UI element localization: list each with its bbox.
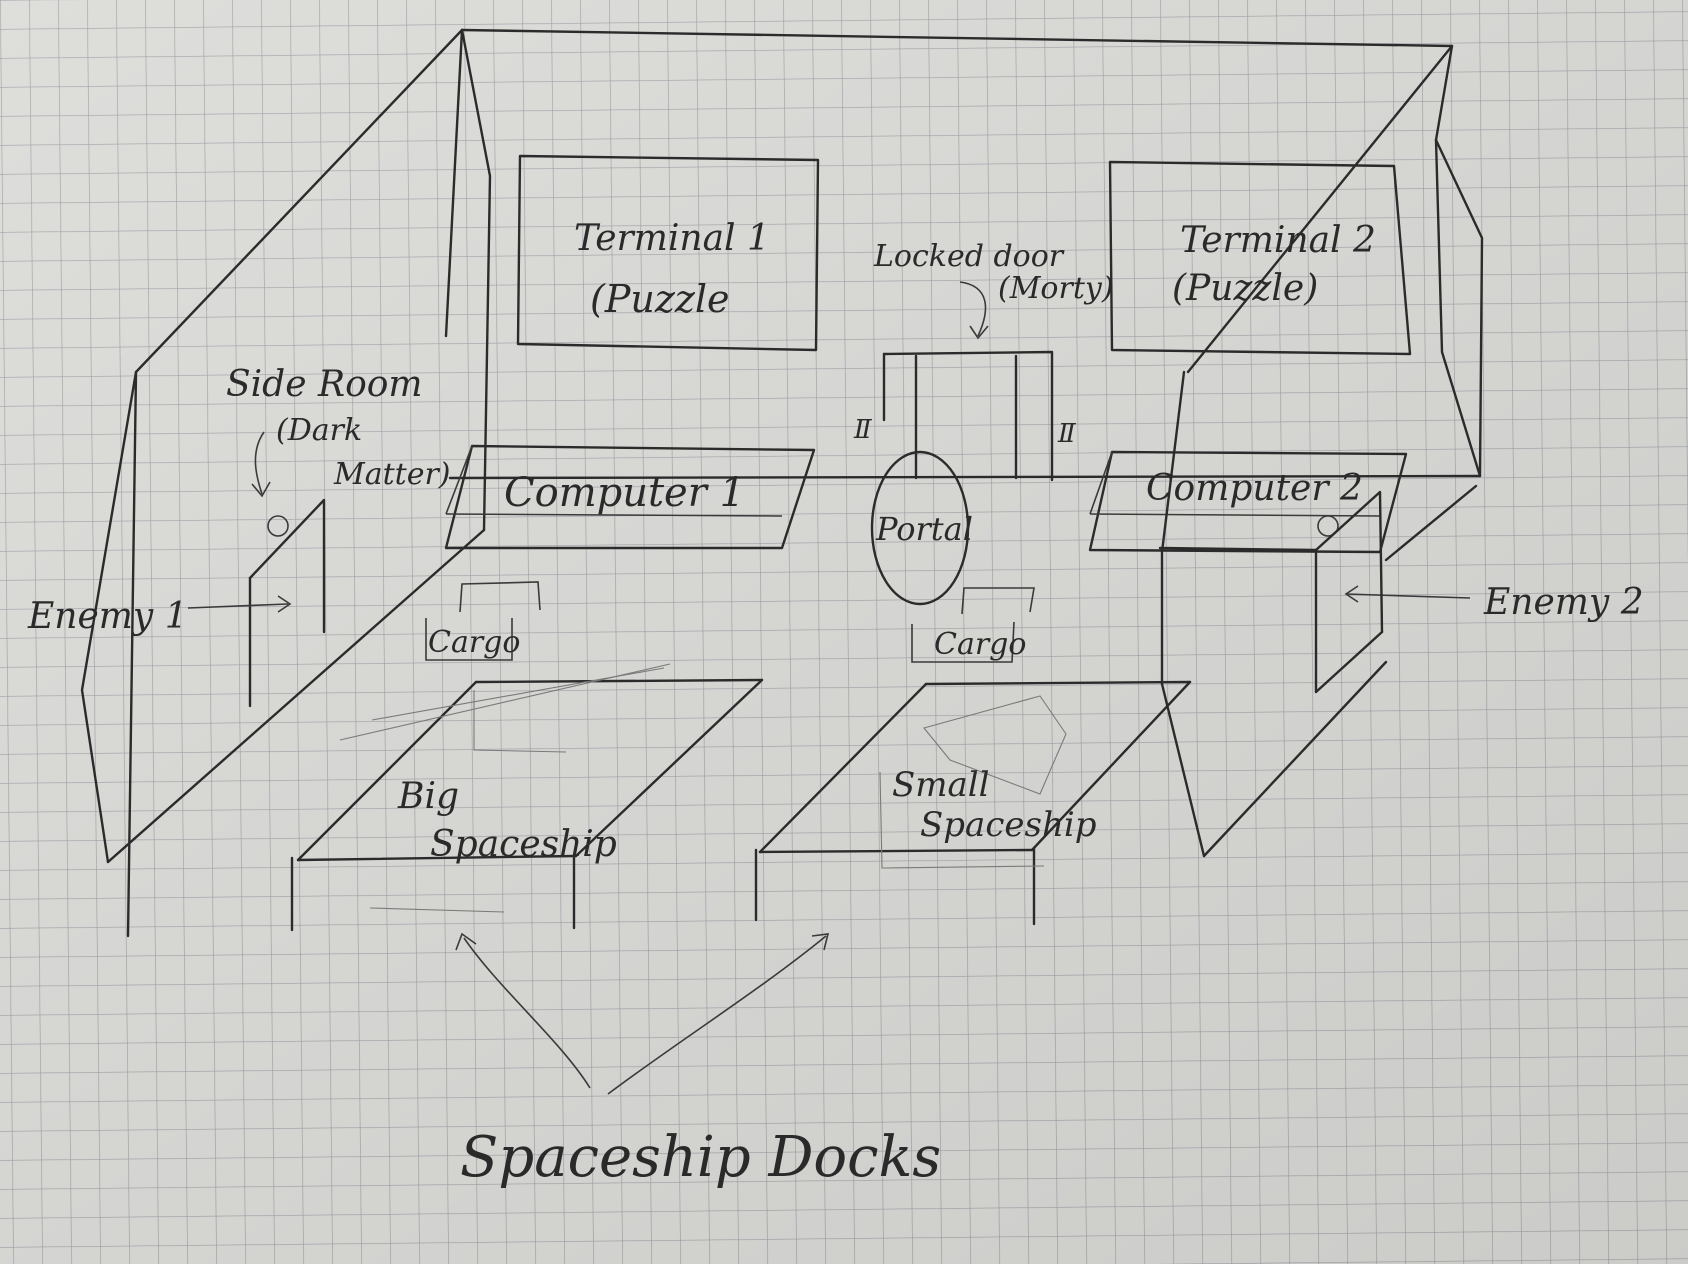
small-spaceship-label-1: Small	[892, 765, 990, 805]
door-mark-right: Ⅱ	[1057, 419, 1077, 449]
right-side-block	[1158, 370, 1478, 858]
small-spaceship-label-2: Spaceship	[920, 805, 1096, 845]
side-room-arrow	[254, 431, 265, 495]
cargo-2: Cargo	[911, 587, 1035, 663]
docks-arrow-right	[607, 935, 827, 1095]
room-outline	[80, 28, 1484, 938]
side-room: Side Room (Dark Matter)	[226, 364, 451, 708]
computer-1: Computer 1	[444, 444, 816, 550]
big-spaceship-label-1: Big	[397, 776, 459, 817]
big-spaceship-label-2: Spaceship	[430, 824, 617, 865]
terminal-1-sublabel: (Puzzle	[590, 277, 730, 321]
door-mark-left: Ⅱ	[853, 415, 873, 445]
docks-arrow-left	[463, 937, 591, 1089]
enemy-1-label: Enemy 1	[27, 596, 188, 637]
enemy-1-arrow	[187, 603, 289, 609]
side-room-label: Side Room	[226, 364, 423, 405]
spaceship-docks-callout: Spaceship Docks	[455, 932, 941, 1190]
locked-door: Locked door (Morty) Ⅱ Ⅱ	[853, 239, 1114, 482]
side-room-marker-icon	[267, 515, 289, 537]
portal: Portal	[870, 450, 973, 606]
portal-ellipse	[870, 450, 970, 606]
computer-2-label: Computer 2	[1146, 468, 1363, 509]
locked-door-arrow	[959, 281, 987, 337]
locked-door-label: Locked door	[873, 239, 1065, 274]
spaceship-docks-label: Spaceship Docks	[460, 1125, 941, 1190]
cargo-1-label: Cargo	[428, 625, 520, 660]
enemy-1: Enemy 1	[27, 595, 292, 637]
terminal-1: Terminal 1 (Puzzle	[516, 154, 820, 352]
terminal-1-label: Terminal 1	[574, 218, 770, 259]
portal-label: Portal	[875, 510, 973, 548]
enemy-2-label: Enemy 2	[1483, 582, 1644, 623]
terminal-2: Terminal 2 (Puzzle)	[1108, 160, 1412, 356]
enemy-2-arrow	[1345, 593, 1471, 599]
terminal-2-label: Terminal 2	[1180, 220, 1376, 261]
enemy-2: Enemy 2	[1314, 490, 1644, 694]
computer-1-label: Computer 1	[504, 470, 745, 516]
cargo-1: Cargo	[425, 581, 541, 661]
side-room-sublabel-2: Matter)	[333, 457, 451, 492]
small-spaceship-dock: Small Spaceship	[754, 680, 1192, 926]
cargo-2-label: Cargo	[934, 627, 1026, 662]
terminal-2-sublabel: (Puzzle)	[1172, 268, 1318, 309]
big-spaceship-dock: Big Spaceship	[290, 663, 764, 932]
locked-door-sublabel: (Morty)	[998, 271, 1114, 306]
side-room-sublabel-1: (Dark	[276, 413, 362, 448]
enemy-2-marker-icon	[1317, 515, 1339, 537]
